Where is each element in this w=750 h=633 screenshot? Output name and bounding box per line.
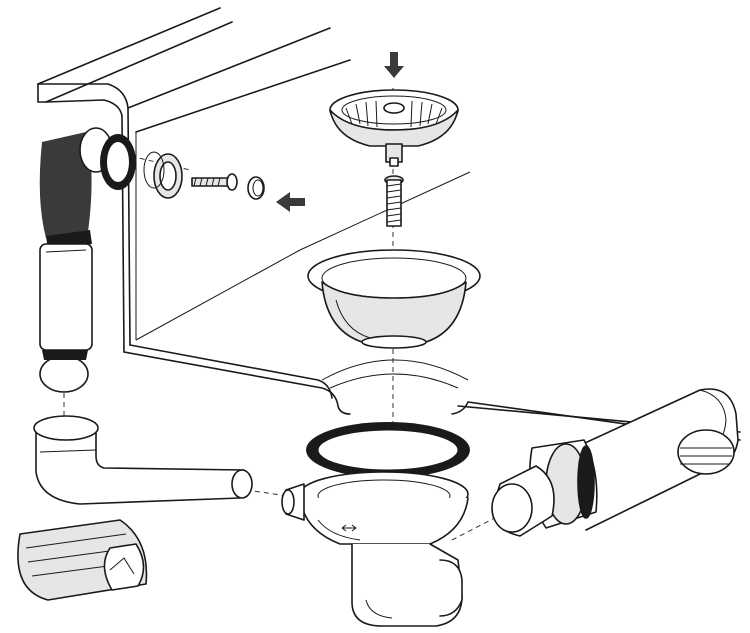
sink-drain-hole: [321, 359, 469, 389]
overflow-elbow: [39, 127, 136, 250]
double-arrow-icon: [341, 524, 357, 532]
threaded-screw: [384, 175, 404, 227]
overflow-tube: [39, 243, 93, 393]
overflow-washer: [247, 176, 265, 200]
outlet-pipe-assembly: [491, 388, 739, 537]
arrow-down-icon: [384, 52, 404, 78]
pipe-section: [17, 519, 148, 601]
overflow-cover: [143, 151, 183, 199]
overflow-screw: [191, 173, 238, 191]
arrow-left-icon: [276, 192, 305, 212]
connecting-pipe: [33, 415, 253, 505]
strainer-slots: [345, 100, 443, 128]
rubber-gasket: [306, 422, 470, 478]
strainer-basket: [329, 89, 459, 167]
drain-body: [281, 471, 469, 627]
sink-flange: [307, 249, 481, 349]
